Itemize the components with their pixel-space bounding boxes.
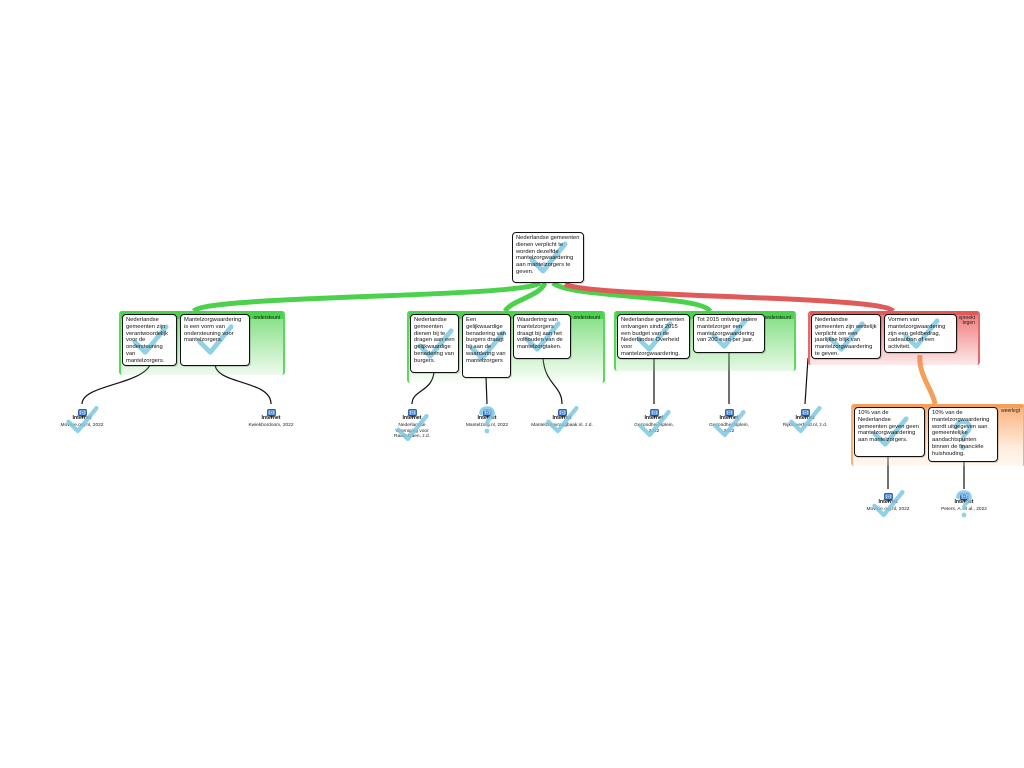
reason-r5[interactable]: Waardering van mantelzorgers draagt bij …: [513, 314, 571, 359]
internet-icon: [266, 405, 276, 418]
reason-r10[interactable]: 10% van de Nederlandse gemeenten geven g…: [854, 407, 925, 457]
source-s2[interactable]: Internet Kwiekbordoom, 2022: [226, 405, 316, 429]
reason-r3-text: Nederlandse gemeenten dienen bij te drag…: [414, 317, 455, 364]
internet-icon: [407, 405, 417, 418]
internet-icon: [800, 405, 810, 418]
source-s8[interactable]: Internet Rijksoverheid.nl, z.d.: [760, 405, 850, 434]
internet-icon: [883, 489, 893, 502]
source-type: Internet: [552, 415, 572, 421]
reason-r4-text: Een gelijkwaardige benadering van burger…: [466, 317, 506, 364]
reason-r8-text: Nederlandse gemeenten zijn wettelijk ver…: [815, 317, 877, 357]
reason-r5-text: Waardering van mantelzorgers draagt bij …: [517, 317, 563, 351]
internet-icon: [77, 405, 87, 418]
reason-r1-text: Nederlandse gemeenten zijn verantwoordel…: [126, 317, 168, 364]
reason-r9[interactable]: Vormen van mantelzorgwaardering zijn een…: [884, 314, 957, 353]
source-type: Internet: [795, 415, 815, 421]
group-3-label: ondersteunt: [764, 315, 791, 321]
reason-r2-text: Mantelzorgwaardering is een vorm van ond…: [184, 317, 242, 344]
reason-r6-text: Nederlandse gemeenten ontvangen sinds 20…: [621, 317, 685, 357]
source-type: Internet: [954, 499, 974, 505]
source-s10[interactable]: Internet Peters, A. et al., 2022: [919, 489, 1009, 518]
internet-icon: [724, 405, 734, 418]
group-1-label: ondersteunt: [253, 315, 280, 321]
source-citation: Movisie.org.nl, 2022: [60, 423, 104, 428]
internet-icon: [649, 405, 659, 418]
internet-icon: [557, 405, 567, 418]
reason-r4[interactable]: Een gelijkwaardige benadering van burger…: [462, 314, 511, 378]
reason-r7-text: Tot 2015 ontving iedere mantelzorger een…: [697, 317, 758, 344]
reason-r6[interactable]: Nederlandse gemeenten ontvangen sinds 20…: [617, 314, 690, 359]
reason-r1[interactable]: Nederlandse gemeenten zijn verantwoordel…: [122, 314, 177, 366]
reason-r3[interactable]: Nederlandse gemeenten dienen bij te drag…: [410, 314, 459, 373]
source-s1[interactable]: Internet Movisie.org.nl, 2022: [37, 405, 127, 434]
group-4-label: spreekt tegen: [958, 315, 975, 326]
reason-r2[interactable]: Mantelzorgwaardering is een vorm van ond…: [180, 314, 250, 366]
source-s5[interactable]: Internet Mantelzorgvraagbaak.nl, z.d.: [517, 405, 607, 434]
source-type: Internet: [261, 415, 281, 421]
group-2-label: ondersteunt: [573, 315, 600, 321]
internet-icon: [959, 489, 969, 502]
link-group-4-root: [563, 281, 895, 314]
root-claim[interactable]: Nederlandse gemeenten dienen verplicht t…: [512, 232, 584, 283]
reason-r11-text: 10% van de mantelzorgwaardering wordt ui…: [932, 410, 990, 457]
root-claim-text: Nederlandse gemeenten dienen verplicht t…: [516, 235, 580, 275]
link-r8-s8: [804, 357, 809, 405]
reason-r8[interactable]: Nederlandse gemeenten zijn wettelijk ver…: [811, 314, 881, 359]
source-type: Internet: [72, 415, 92, 421]
source-citation: Rijksoverheid.nl, z.d.: [782, 423, 828, 428]
source-citation: Mantelzorgvraagbaak.nl, z.d.: [531, 423, 593, 428]
reason-r11[interactable]: 10% van de mantelzorgwaardering wordt ui…: [928, 407, 998, 462]
link-group-1-root: [191, 280, 542, 314]
internet-icon: [482, 405, 492, 418]
source-citation: Peters, A. et al., 2022: [941, 507, 987, 512]
reason-r7[interactable]: Tot 2015 ontving iedere mantelzorger een…: [693, 314, 765, 353]
group-5-label: weerlegt: [1001, 408, 1020, 414]
reason-r9-text: Vormen van mantelzorgwaardering zijn een…: [888, 317, 946, 351]
link-group-3-root: [551, 280, 713, 313]
source-citation: Kwiekbordoom, 2022: [248, 423, 294, 428]
reason-r10-text: 10% van de Nederlandse gemeenten geven g…: [858, 410, 919, 444]
link-group-2-root: [502, 281, 548, 313]
